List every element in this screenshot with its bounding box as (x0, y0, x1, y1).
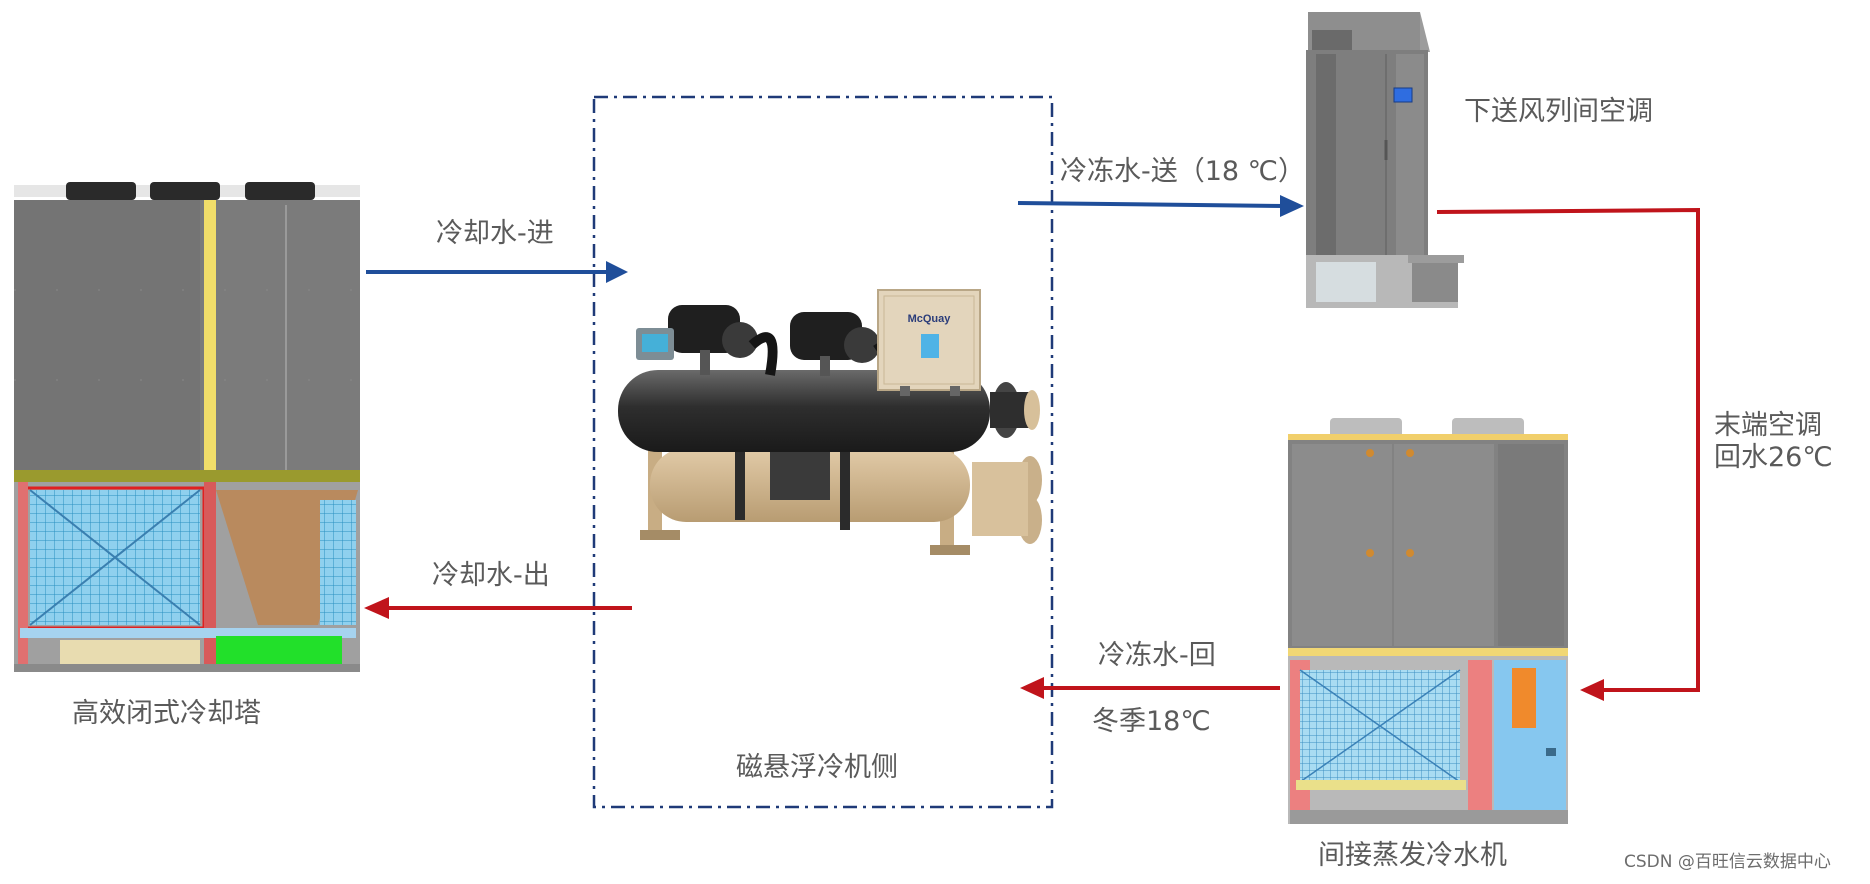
chilled-water-supply-arrow (1017, 195, 1304, 217)
cooling-water-out-arrow (364, 597, 632, 619)
maglev-chiller-image: McQuay (618, 289, 1042, 555)
winter-temp-label: 冬季18℃ (1092, 706, 1211, 737)
chilled-water-return-label: 冷冻水-回 (1098, 640, 1216, 671)
cooling-water-out-label: 冷却水-出 (432, 560, 550, 591)
indirect-evap-chiller-label: 间接蒸发冷水机 (1318, 840, 1507, 871)
cooling-water-in-label: 冷却水-进 (436, 218, 554, 249)
terminal-return-line2: 回水26℃ (1714, 442, 1833, 474)
maglev-side-boundary (592, 95, 1054, 809)
chilled-water-supply-label: 冷冻水-送（18 ℃） (1060, 156, 1306, 187)
maglev-side-label: 磁悬浮冷机侧 (736, 752, 898, 783)
terminal-return-line1: 末端空调 (1714, 410, 1822, 441)
crac-unit-label: 下送风列间空调 (1464, 96, 1653, 127)
watermark: CSDN @百旺信云数据中心 (1624, 852, 1831, 872)
terminal-return-pipe (1436, 207, 1700, 701)
fan-icon (66, 182, 315, 200)
indirect-evap-chiller-image (1288, 418, 1568, 824)
chilled-water-return-arrow (1020, 677, 1280, 699)
cooling-water-in-arrow (366, 261, 628, 283)
cooling-tower-image (14, 182, 360, 672)
cooling-tower-label: 高效闭式冷却塔 (72, 698, 261, 729)
terminal-return-label: 末端空调 回水26℃ (1714, 410, 1854, 475)
chiller-brand-logo: McQuay (908, 313, 952, 325)
crac-unit-image (1306, 12, 1464, 308)
